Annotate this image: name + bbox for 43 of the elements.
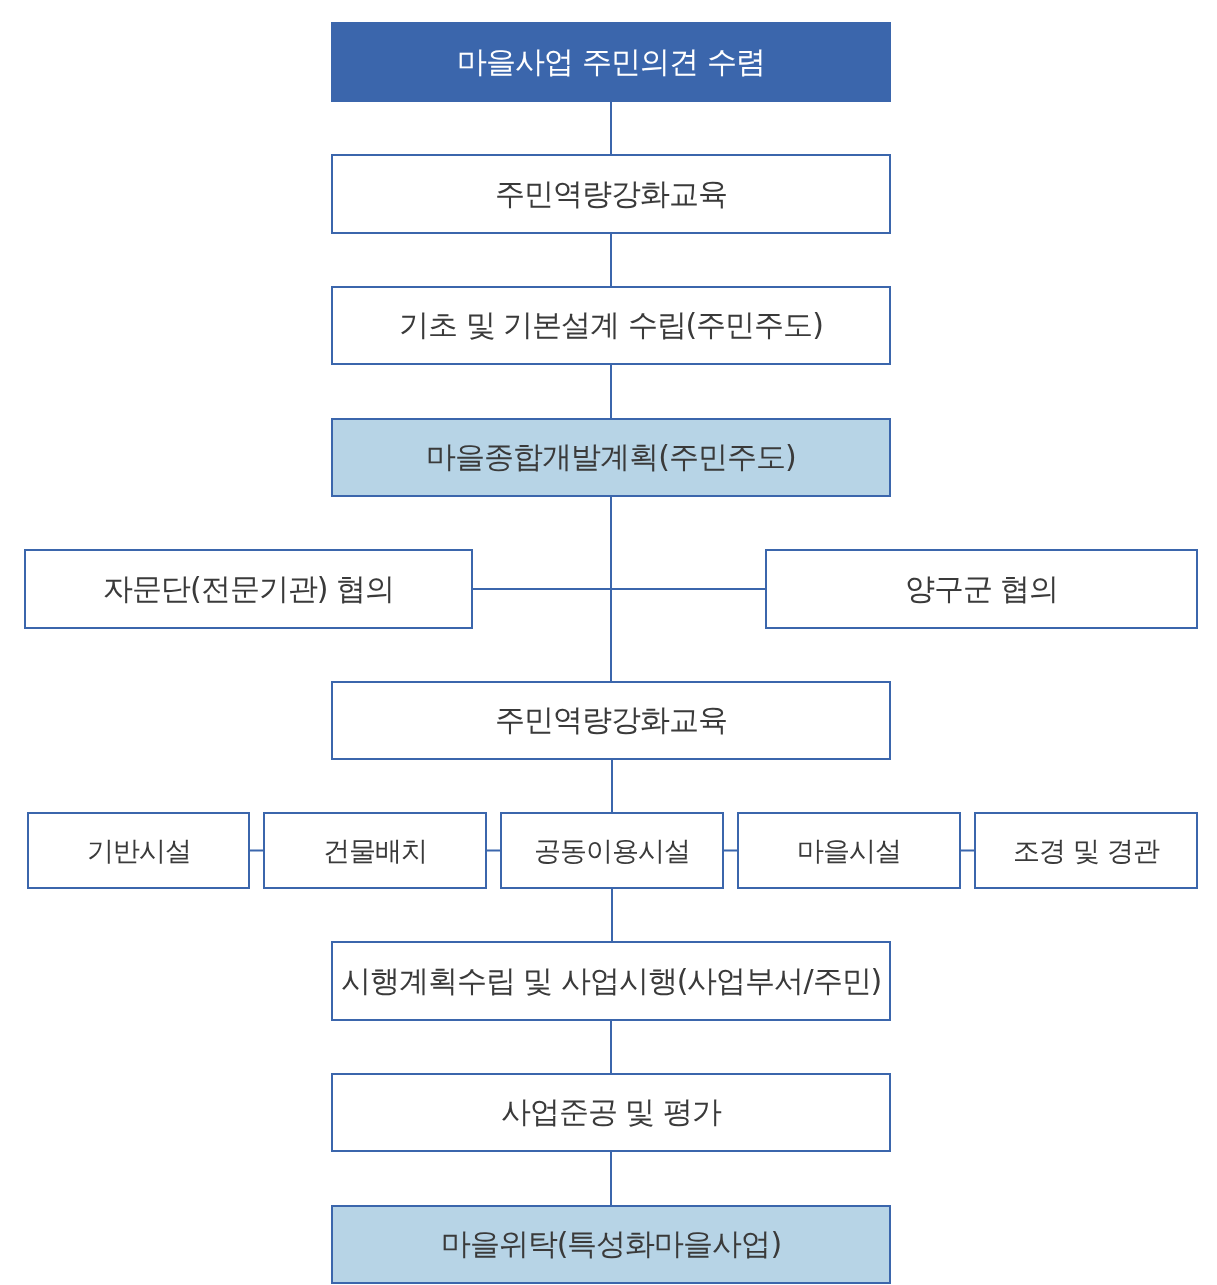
process-box bbox=[331, 22, 891, 102]
box-label: 자문단(전문기관) 협의 bbox=[103, 569, 394, 608]
connector-line bbox=[472, 588, 766, 590]
process-box bbox=[765, 549, 1198, 629]
connector-line bbox=[610, 1020, 612, 1074]
box-label: 주민역량강화교육 bbox=[495, 174, 727, 213]
process-box bbox=[331, 1073, 891, 1152]
box-label: 마을위탁(특성화마을사업) bbox=[440, 1225, 782, 1263]
connector-line bbox=[610, 364, 612, 419]
connector-line bbox=[249, 849, 264, 852]
process-box bbox=[737, 812, 961, 889]
connector-line bbox=[610, 101, 612, 155]
connector-line bbox=[960, 849, 975, 852]
connector-line bbox=[723, 849, 738, 852]
box-label: 시행계획수립 및 사업시행(사업부서/주민) bbox=[340, 961, 882, 1000]
process-box bbox=[24, 549, 473, 629]
connector-line bbox=[610, 496, 612, 682]
connector-line bbox=[610, 1151, 612, 1206]
process-box bbox=[500, 812, 724, 889]
box-label: 건물배치 bbox=[323, 833, 427, 868]
box-label: 기반시설 bbox=[86, 833, 191, 868]
process-box bbox=[331, 941, 891, 1021]
connector-line bbox=[611, 759, 613, 813]
process-box bbox=[263, 812, 487, 889]
process-box bbox=[331, 286, 891, 365]
box-label: 마을시설 bbox=[797, 833, 901, 868]
process-box bbox=[331, 1205, 891, 1284]
box-label: 기초 및 기본설계 수립(주민주도) bbox=[399, 306, 823, 344]
process-box bbox=[331, 154, 891, 234]
box-label: 마을종합개발계획(주민주도) bbox=[426, 438, 796, 476]
box-label: 사업준공 및 평가 bbox=[500, 1093, 722, 1131]
box-label: 마을사업 주민의견 수렴 bbox=[457, 42, 765, 81]
connector-line bbox=[610, 233, 612, 287]
box-label: 주민역량강화교육 bbox=[495, 701, 727, 739]
process-box bbox=[974, 812, 1198, 889]
process-box bbox=[331, 418, 891, 497]
connector-line bbox=[486, 849, 501, 852]
connector-line bbox=[611, 888, 613, 942]
box-label: 조경 및 경관 bbox=[1013, 833, 1159, 868]
box-label: 양구군 협의 bbox=[904, 569, 1059, 608]
process-box bbox=[331, 681, 891, 760]
box-label: 공동이용시설 bbox=[534, 833, 690, 868]
process-box bbox=[27, 812, 250, 889]
